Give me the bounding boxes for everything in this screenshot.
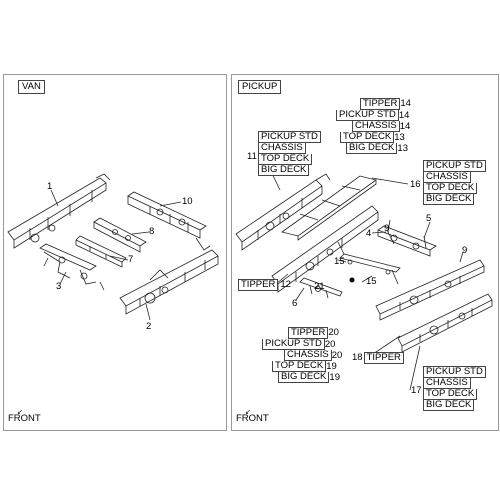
callout-3: 3 bbox=[56, 281, 62, 292]
pickup-bracket-6-21 bbox=[299, 277, 343, 299]
callout-10: 10 bbox=[182, 196, 193, 207]
pickup-frame-rail-9 bbox=[375, 259, 485, 321]
callout-16: 16 bbox=[410, 179, 421, 190]
callout-6: 6 bbox=[292, 298, 298, 309]
van-front-label: FRONT bbox=[8, 413, 41, 424]
callout-9-right: 9 bbox=[462, 245, 468, 256]
pickup-panel bbox=[231, 74, 499, 431]
van-crossmember-8 bbox=[93, 217, 147, 253]
group-16-list: PICKUP STD CHASSIS TOP DECK BIG DECK bbox=[423, 160, 486, 205]
callout-4: 4 bbox=[366, 228, 372, 239]
callout-7: 7 bbox=[128, 254, 134, 265]
front-arrow-icon: ↙ bbox=[17, 409, 23, 416]
pickup-title: PICKUP bbox=[238, 80, 282, 94]
van-frame-rail-10 bbox=[127, 191, 211, 251]
van-panel bbox=[3, 74, 227, 431]
van-bracket-3 bbox=[39, 243, 105, 291]
pickup-front-indicator: ↙ FRONT bbox=[236, 409, 269, 424]
callout-21: 21 bbox=[314, 281, 325, 292]
callout-1: 1 bbox=[47, 181, 53, 192]
callout-17: 17 bbox=[411, 385, 422, 396]
pickup-frame-rail-17-18 bbox=[397, 293, 493, 353]
group-11-list: PICKUP STD CHASSIS TOP DECK BIG DECK bbox=[258, 131, 321, 176]
callout-2: 2 bbox=[146, 321, 152, 332]
callout-8: 8 bbox=[149, 226, 155, 237]
callout-5: 5 bbox=[426, 213, 432, 224]
callout-15-right: 15 bbox=[366, 276, 377, 287]
callout-11: 11 bbox=[247, 151, 257, 162]
van-frame-rail-2 bbox=[119, 249, 219, 315]
pickup-front-label: FRONT bbox=[236, 413, 269, 424]
pickup-crossmember-15 bbox=[337, 241, 401, 285]
van-frame-rail-1 bbox=[7, 173, 111, 249]
pickup-crossmember-4-5 bbox=[377, 219, 437, 257]
group-17-list: PICKUP STD CHASSIS TOP DECK BIG DECK bbox=[423, 366, 486, 411]
van-front-indicator: ↙ FRONT bbox=[8, 409, 41, 424]
front-arrow-icon: ↙ bbox=[245, 409, 251, 416]
pickup-crossmember-13-14 bbox=[281, 175, 377, 241]
callout-15-left: 15 bbox=[334, 256, 345, 267]
van-crossmember-7 bbox=[75, 235, 127, 268]
pickup-frame-rail-11 bbox=[235, 173, 331, 251]
van-title: VAN bbox=[18, 80, 45, 94]
callout-9-top: 9 bbox=[384, 223, 390, 234]
